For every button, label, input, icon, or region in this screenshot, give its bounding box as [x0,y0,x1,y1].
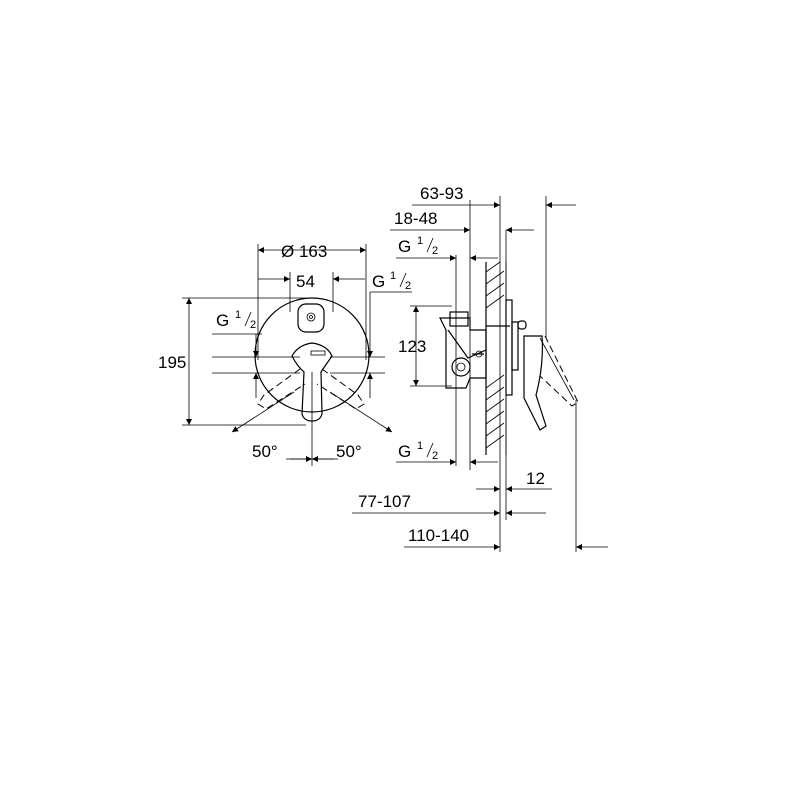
height-label: 195 [158,353,186,372]
svg-text:G: G [398,237,411,256]
handle-swing-left [257,368,306,410]
thread-label-left: G 1 2 [216,309,256,331]
svg-text:2: 2 [250,319,256,331]
angle-right-label: 50° [336,442,362,461]
lever-handle [291,342,333,422]
svg-text:1: 1 [417,440,423,452]
svg-text:2: 2 [405,280,411,292]
svg-text:G: G [216,311,229,330]
angle-left-label: 50° [252,442,278,461]
side-view: 63-93 18-48 G 1 2 123 G 1 2 12 [352,184,608,552]
range-lower-label: 77-107 [358,492,411,511]
svg-text:G: G [398,442,411,461]
svg-text:2: 2 [432,245,438,257]
handle-swing-right [316,368,365,410]
thread-label-right: G 1 2 [372,270,411,292]
svg-text:2: 2 [432,450,438,462]
body-height-label: 123 [398,337,426,356]
escutcheon-profile [505,299,513,396]
range-inner-label: 18-48 [394,209,437,228]
wall-hatching [485,261,505,449]
plate-thickness-label: 12 [526,469,545,488]
lever-profile [523,335,547,431]
diverter-knob [297,303,325,333]
svg-text:1: 1 [235,309,241,321]
center-distance-label: 54 [296,272,315,291]
front-view: Ø 163 54 195 G 1 2 G 1 [158,242,412,466]
thread-label-bottom: G 1 2 [398,440,438,462]
diameter-label: Ø 163 [281,242,327,261]
svg-text:1: 1 [390,270,396,282]
thread-label-top: G 1 2 [398,235,438,257]
range-outer-label: 63-93 [420,184,463,203]
svg-text:1: 1 [417,235,423,247]
svg-text:G: G [372,272,385,291]
range-total-label: 110-140 [408,526,469,545]
